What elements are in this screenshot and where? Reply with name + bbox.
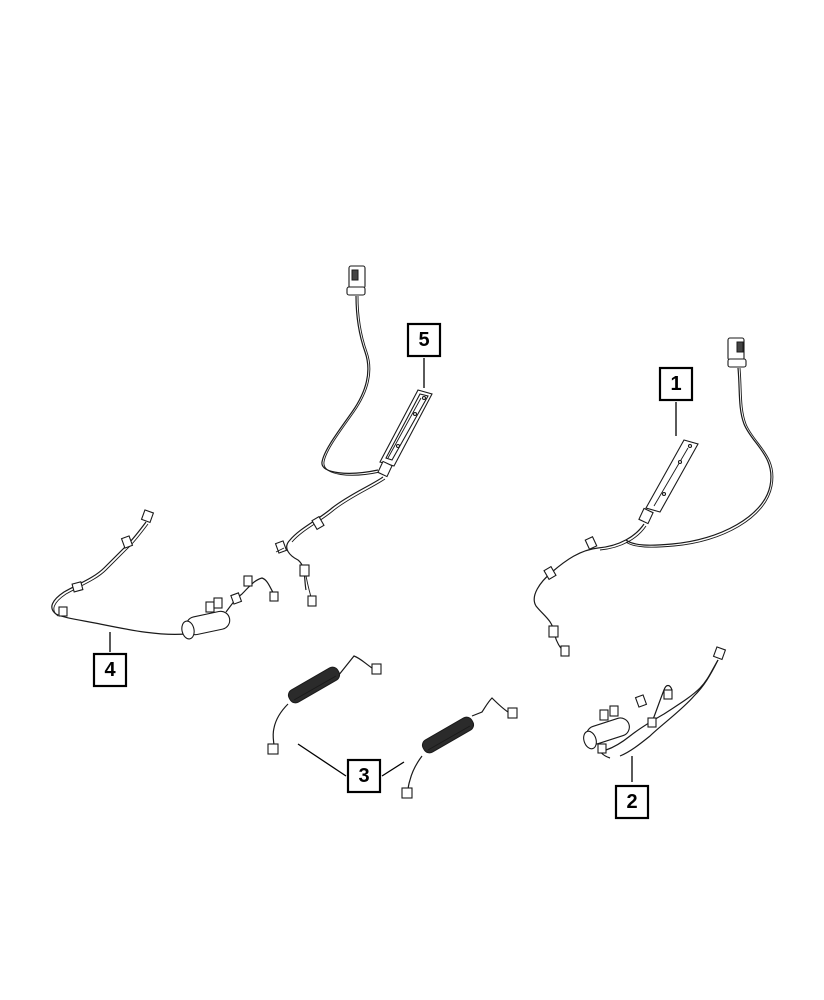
- callout-1-label: 1: [670, 373, 681, 395]
- callout-2-label: 2: [626, 791, 637, 813]
- callout-4-label: 4: [104, 659, 116, 681]
- coil-icon: [287, 666, 341, 704]
- part-1-sensor-harness[interactable]: [533, 337, 774, 657]
- sensor-pad-icon: [645, 439, 699, 513]
- part-3-coil-harness-lower[interactable]: [401, 697, 518, 799]
- leader-lines: [109, 358, 677, 782]
- callout-3-label: 3: [358, 765, 369, 787]
- callout-2[interactable]: 2: [614, 784, 650, 820]
- callout-1[interactable]: 1: [658, 366, 694, 402]
- part-2-cylinder-harness[interactable]: [582, 646, 727, 759]
- part-5-sensor-harness[interactable]: [274, 265, 433, 607]
- connector-icon: [346, 265, 366, 296]
- callout-5[interactable]: 5: [406, 322, 442, 358]
- sensor-pad-icon: [379, 389, 433, 467]
- callout-5-label: 5: [418, 329, 429, 351]
- part-3-coil-harness-upper[interactable]: [267, 655, 382, 755]
- coil-icon: [421, 716, 475, 754]
- inflator-icon: [181, 597, 231, 640]
- callout-4[interactable]: 4: [92, 652, 128, 688]
- inflator-icon: [583, 705, 630, 750]
- callout-3[interactable]: 3: [346, 758, 382, 794]
- connector-icon: [727, 337, 747, 368]
- part-4-cylinder-harness[interactable]: [51, 509, 279, 640]
